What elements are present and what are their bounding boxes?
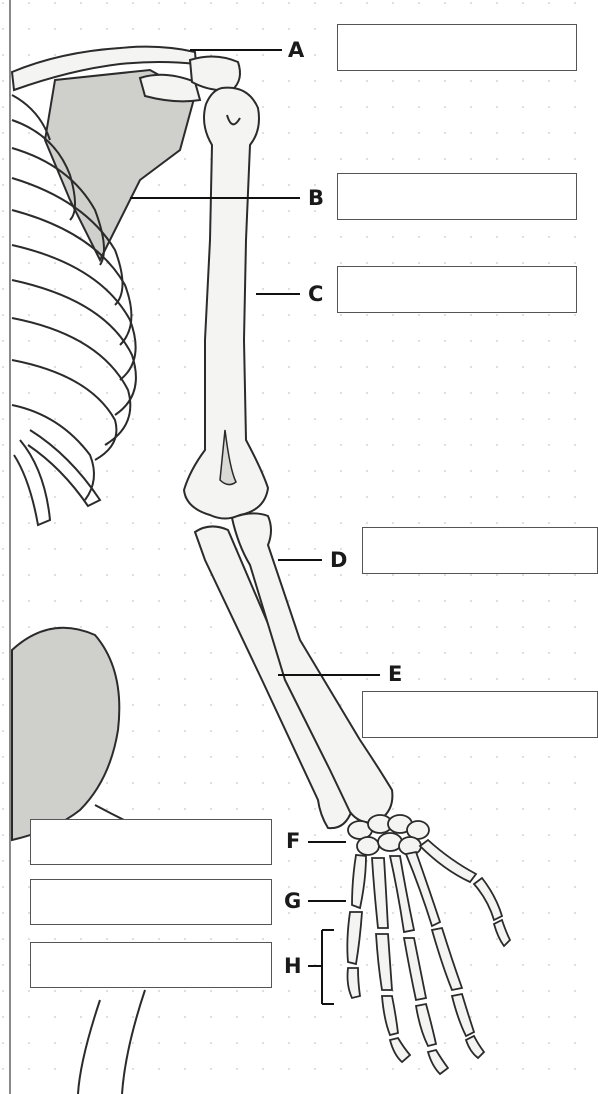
label-e: E <box>388 662 402 686</box>
answer-box-d[interactable] <box>362 527 598 574</box>
carpals <box>348 815 429 855</box>
label-h: H <box>284 954 302 978</box>
label-f: F <box>286 829 300 853</box>
label-c: C <box>308 282 323 306</box>
label-a: A <box>288 38 304 62</box>
shoulder-cap <box>190 56 240 90</box>
answer-box-h[interactable] <box>30 942 272 988</box>
answer-box-c[interactable] <box>337 266 577 313</box>
label-g: G <box>284 889 301 913</box>
label-d: D <box>330 548 347 572</box>
answer-box-f[interactable] <box>30 819 272 865</box>
label-b: B <box>308 186 324 210</box>
answer-box-a[interactable] <box>337 24 577 71</box>
answer-box-b[interactable] <box>337 173 577 220</box>
answer-box-g[interactable] <box>30 879 272 925</box>
answer-box-e[interactable] <box>362 691 598 738</box>
